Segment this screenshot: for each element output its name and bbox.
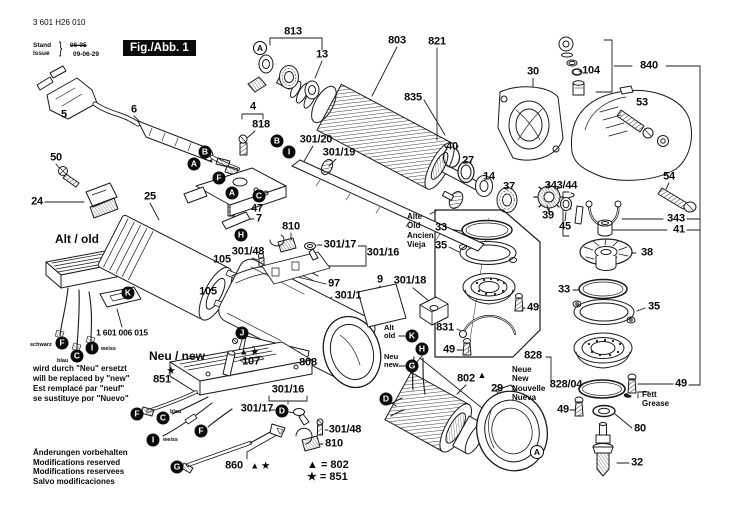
brush-cap-parts-840 xyxy=(558,36,585,96)
new-switch-851 xyxy=(140,338,313,437)
upper-switch-4 xyxy=(183,134,287,217)
handle-bar-301-20 xyxy=(291,158,485,252)
stator-802 xyxy=(384,356,486,455)
power-plug xyxy=(36,65,141,127)
jumper-wire-860 xyxy=(180,423,286,474)
old-bearing-flange-box xyxy=(434,209,541,358)
motor-housing-half xyxy=(570,85,692,181)
stand-issue-brace: } xyxy=(58,40,63,57)
issue-label: Issue xyxy=(33,50,50,57)
field-housing-25 xyxy=(97,214,239,321)
part-301-18 xyxy=(419,296,449,326)
device-type-number: 3 601 H26 010 xyxy=(33,18,86,27)
dust-guard-39-45 xyxy=(533,181,572,213)
grommet-41 xyxy=(597,219,613,237)
commutator-bearings-813 xyxy=(247,54,320,100)
cord-clamp-24 xyxy=(85,182,119,219)
stand-label: Stand xyxy=(33,42,52,49)
fan-38 xyxy=(579,238,633,271)
armature-835 xyxy=(276,76,480,191)
gear-housing-30 xyxy=(497,86,564,161)
upper-brush-parts xyxy=(221,195,331,285)
cord-sleeve xyxy=(137,120,240,176)
superseded-date: 06-05 xyxy=(70,42,87,49)
new-bearing-flange-column xyxy=(572,278,637,418)
lower-brush-parts xyxy=(293,408,324,452)
spindle-32 xyxy=(592,422,614,477)
spindle-lock-343 xyxy=(567,192,622,227)
screw-53 xyxy=(616,109,654,139)
screw-54 xyxy=(657,187,697,213)
bearing-cover-29 xyxy=(476,384,548,472)
bearing-stack-40-27-14-37 xyxy=(441,145,518,213)
screw-50 xyxy=(58,166,80,188)
panel-9 xyxy=(357,283,407,328)
issue-date: 09-06-29 xyxy=(73,51,100,58)
figure-label: Fig./Abb. 1 xyxy=(123,40,196,56)
